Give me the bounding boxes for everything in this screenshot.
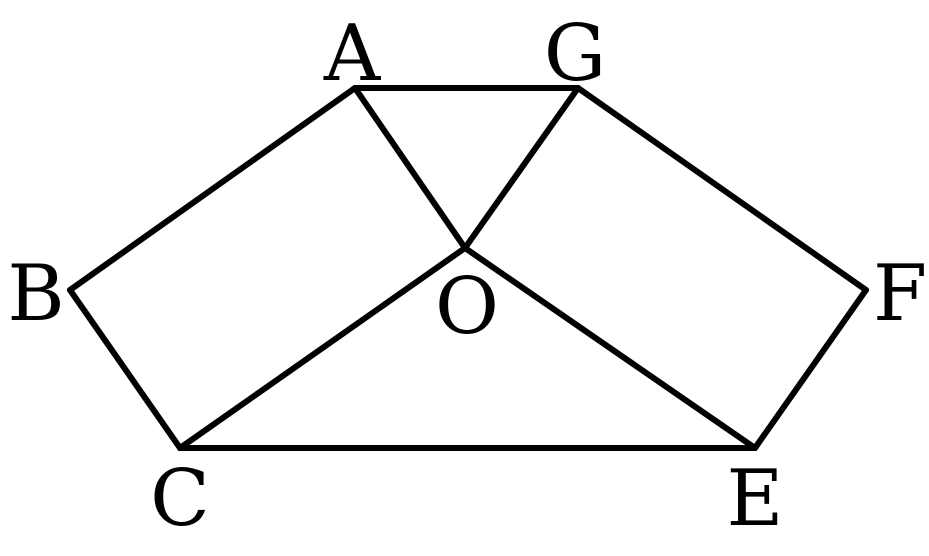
edge-a-b xyxy=(67,85,358,293)
edge-a-o xyxy=(352,85,468,251)
vertex-label-a: A xyxy=(323,9,382,99)
vertex-label-g: G xyxy=(544,9,606,99)
edge-e-f xyxy=(752,287,869,451)
edge-b-c xyxy=(67,287,183,451)
vertex-label-f: F xyxy=(873,249,927,339)
edge-f-g xyxy=(575,85,869,293)
edges-group xyxy=(67,85,869,451)
vertex-label-o: O xyxy=(435,262,499,352)
vertex-label-e: E xyxy=(727,454,784,544)
vertex-label-b: B xyxy=(7,249,64,339)
edge-e-o xyxy=(462,245,758,451)
edge-g-o xyxy=(462,85,581,251)
vertex-label-c: C xyxy=(150,454,210,544)
edge-c-o xyxy=(177,245,468,451)
